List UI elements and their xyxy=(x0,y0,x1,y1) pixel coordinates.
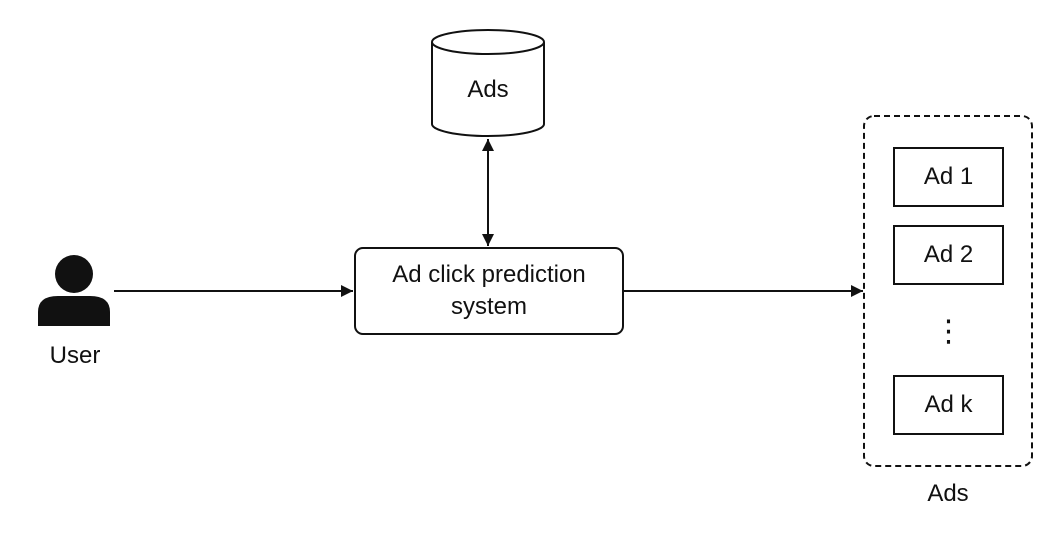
database-label: Ads xyxy=(467,76,509,103)
ad-box-2 xyxy=(893,225,1004,285)
ellipsis-vertical-icon: ⋮ xyxy=(933,315,964,348)
ad-box-1 xyxy=(893,147,1004,207)
ad-k-label: Ad k xyxy=(924,391,973,418)
ads-result-container xyxy=(863,115,1033,467)
user-icon xyxy=(38,255,110,326)
ads-caption: Ads xyxy=(927,480,969,507)
ad-box-k xyxy=(893,375,1004,435)
prediction-system-label: Ad click prediction system xyxy=(355,248,623,334)
ad-2-label: Ad 2 xyxy=(923,241,974,268)
user-label: User xyxy=(49,342,101,369)
prediction-system-label-line1: Ad click prediction xyxy=(392,261,586,288)
ad-1-label: Ad 1 xyxy=(923,163,974,190)
prediction-system-label-line2: system xyxy=(450,293,527,320)
database-cylinder-icon xyxy=(431,29,545,137)
